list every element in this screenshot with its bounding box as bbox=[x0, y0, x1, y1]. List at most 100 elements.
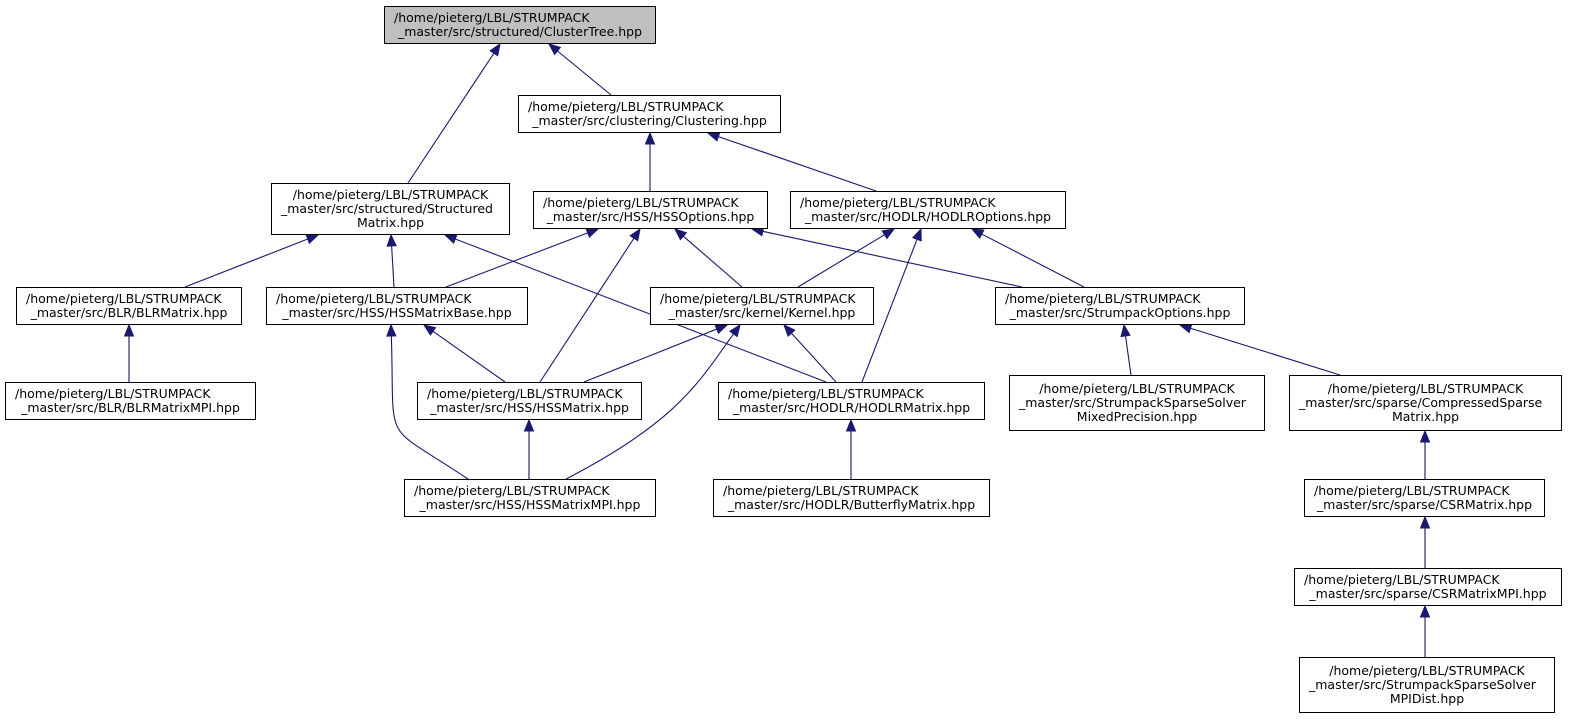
node-mixedprecision[interactable]: /home/pieterg/LBL/STRUMPACK_master/src/S… bbox=[1009, 375, 1265, 431]
node-label-line: /home/pieterg/LBL/STRUMPACK bbox=[15, 386, 211, 401]
edge-line bbox=[1124, 335, 1132, 376]
edge-line bbox=[583, 328, 717, 383]
node-mpidist[interactable]: /home/pieterg/LBL/STRUMPACK_master/src/S… bbox=[1299, 657, 1555, 713]
edge-line bbox=[391, 245, 395, 288]
node-label-line: /home/pieterg/LBL/STRUMPACK bbox=[1329, 663, 1525, 678]
node-label-line: _master/src/HODLR/ButterflyMatrix.hpp bbox=[727, 497, 976, 512]
arrowhead bbox=[970, 228, 985, 239]
edge-blrmatrix-to-structuredmatrix bbox=[184, 234, 320, 288]
edge-csrmatrix-to-compressedsparse bbox=[1419, 429, 1431, 479]
edge-hssmatrix-to-kernel bbox=[583, 324, 729, 383]
node-blrmatrix[interactable]: /home/pieterg/LBL/STRUMPACK_master/src/B… bbox=[16, 287, 242, 325]
arrowhead bbox=[644, 131, 656, 145]
edge-compressedsparse-to-strumpackoptions bbox=[1178, 323, 1341, 376]
edge-hssoptions-to-clustering bbox=[644, 131, 656, 191]
node-kernel[interactable]: /home/pieterg/LBL/STRUMPACK_master/src/k… bbox=[650, 287, 874, 325]
node-label-line: _master/src/HSS/HSSOptions.hpp bbox=[546, 209, 755, 224]
node-hodlroptions[interactable]: /home/pieterg/LBL/STRUMPACK_master/src/H… bbox=[790, 191, 1066, 229]
edge-line bbox=[791, 332, 837, 383]
node-label-line: _master/src/HSS/HSSMatrixBase.hpp bbox=[282, 305, 512, 320]
node-label-line: /home/pieterg/LBL/STRUMPACK bbox=[543, 195, 739, 210]
node-strumpackoptions[interactable]: /home/pieterg/LBL/STRUMPACK_master/src/S… bbox=[995, 287, 1245, 325]
arrowhead bbox=[547, 43, 562, 56]
arrowhead bbox=[1120, 323, 1131, 338]
node-hssoptions[interactable]: /home/pieterg/LBL/STRUMPACK_master/src/H… bbox=[533, 191, 768, 229]
node-label-line: /home/pieterg/LBL/STRUMPACK bbox=[1304, 572, 1500, 587]
arrowhead bbox=[386, 233, 397, 247]
arrowhead bbox=[1419, 515, 1431, 529]
node-hssmatrix[interactable]: /home/pieterg/LBL/STRUMPACK_master/src/H… bbox=[417, 382, 642, 420]
edge-hodlrmatrix-to-hodlroptions bbox=[861, 227, 922, 383]
edge-hssmatrixmpi-to-hssmatrixbase bbox=[386, 323, 469, 480]
node-label-line: /home/pieterg/LBL/STRUMPACK bbox=[1005, 291, 1201, 306]
edge-line bbox=[1190, 327, 1341, 376]
arrowhead bbox=[845, 418, 857, 432]
node-label-line: _master/src/sparse/CSRMatrixMPI.hpp bbox=[1309, 586, 1547, 601]
edge-clustering-to-clustertree bbox=[547, 43, 612, 96]
node-butterflymatrix[interactable]: /home/pieterg/LBL/STRUMPACK_master/src/H… bbox=[713, 479, 990, 517]
edge-hssmatrixmpi-to-hssmatrix bbox=[523, 418, 535, 479]
edge-structuredmatrix-to-clustertree bbox=[407, 42, 501, 184]
node-label-line: /home/pieterg/LBL/STRUMPACK bbox=[26, 291, 222, 306]
edge-line bbox=[682, 235, 743, 288]
node-hssmatrixmpi[interactable]: /home/pieterg/LBL/STRUMPACK_master/src/H… bbox=[404, 479, 656, 517]
arrowhead bbox=[728, 323, 741, 338]
node-label-line: _master/src/StrumpackOptions.hpp bbox=[1009, 305, 1231, 320]
edge-line bbox=[455, 238, 827, 383]
node-label-line: /home/pieterg/LBL/STRUMPACK bbox=[660, 291, 856, 306]
edge-line bbox=[184, 238, 308, 288]
node-hodlrmatrix[interactable]: /home/pieterg/LBL/STRUMPACK_master/src/H… bbox=[718, 382, 985, 420]
edge-line bbox=[762, 230, 1023, 288]
node-label-line: /home/pieterg/LBL/STRUMPACK bbox=[292, 187, 489, 202]
arrowhead bbox=[523, 418, 535, 432]
node-csrmatrix[interactable]: /home/pieterg/LBL/STRUMPACK_master/src/s… bbox=[1304, 479, 1545, 517]
edge-hodlrmatrix-to-kernel bbox=[783, 324, 837, 383]
arrowhead bbox=[629, 227, 641, 242]
arrowhead bbox=[706, 131, 721, 142]
node-clustering[interactable]: /home/pieterg/LBL/STRUMPACK_master/src/c… bbox=[518, 95, 781, 133]
node-csrmatrixmpi[interactable]: /home/pieterg/LBL/STRUMPACK_master/src/s… bbox=[1294, 568, 1562, 606]
node-label-line: _master/src/sparse/CSRMatrix.hpp bbox=[1316, 497, 1533, 512]
edge-line bbox=[432, 330, 506, 383]
node-label-line: /home/pieterg/LBL/STRUMPACK bbox=[1314, 483, 1510, 498]
node-clustertree: /home/pieterg/LBL/STRUMPACK_master/src/s… bbox=[384, 6, 656, 44]
node-label-line: Matrix.hpp bbox=[356, 215, 425, 230]
edge-line bbox=[539, 237, 635, 383]
node-structuredmatrix[interactable]: /home/pieterg/LBL/STRUMPACK_master/src/s… bbox=[271, 183, 510, 235]
node-label-line: _master/src/structured/ClusterTree.hpp bbox=[397, 24, 643, 39]
node-label-line: _master/src/BLR/BLRMatrix.hpp bbox=[30, 305, 228, 320]
edge-hssmatrixmpi-to-kernel bbox=[565, 323, 741, 480]
edge-mixedprecision-to-strumpackoptions bbox=[1120, 323, 1132, 376]
edge-layer bbox=[123, 42, 1431, 657]
edge-hssmatrix-to-hssmatrixbase bbox=[422, 324, 506, 383]
edge-strumpackoptions-to-hodlroptions bbox=[970, 228, 1085, 288]
node-label-line: /home/pieterg/LBL/STRUMPACK bbox=[1039, 381, 1235, 396]
arrowhead bbox=[714, 324, 729, 335]
node-blrmatrixmpi[interactable]: /home/pieterg/LBL/STRUMPACK_master/src/B… bbox=[5, 382, 256, 420]
edge-line bbox=[981, 233, 1085, 288]
arrowhead bbox=[1178, 323, 1193, 334]
node-label-line: _master/src/clustering/Clustering.hpp bbox=[532, 113, 767, 128]
node-label-line: _master/src/kernel/Kernel.hpp bbox=[668, 305, 856, 320]
node-label-line: _master/src/structured/Structured bbox=[281, 201, 493, 216]
node-label-line: /home/pieterg/LBL/STRUMPACK bbox=[276, 291, 472, 306]
arrowhead bbox=[123, 323, 135, 337]
edge-line bbox=[861, 239, 918, 383]
edge-line bbox=[407, 52, 495, 184]
node-label-line: /home/pieterg/LBL/STRUMPACK bbox=[394, 10, 590, 25]
arrowhead bbox=[489, 42, 501, 57]
node-label-line: _master/src/HSS/HSSMatrix.hpp bbox=[430, 400, 629, 415]
edge-blrmatrixmpi-to-blrmatrix bbox=[123, 323, 135, 382]
node-hssmatrixbase[interactable]: /home/pieterg/LBL/STRUMPACK_master/src/H… bbox=[266, 287, 528, 325]
arrowhead bbox=[305, 234, 320, 245]
arrowhead bbox=[881, 228, 896, 240]
arrowhead bbox=[585, 228, 600, 238]
node-label-line: _master/src/BLR/BLRMatrixMPI.hpp bbox=[21, 400, 240, 415]
arrowhead bbox=[674, 228, 688, 241]
node-label-line: /home/pieterg/LBL/STRUMPACK bbox=[723, 483, 919, 498]
node-compressedsparse[interactable]: /home/pieterg/LBL/STRUMPACK_master/src/s… bbox=[1289, 375, 1562, 431]
node-label-line: _master/src/StrumpackSparseSolver bbox=[1019, 395, 1246, 410]
node-label-line: /home/pieterg/LBL/STRUMPACK bbox=[1327, 381, 1524, 396]
edge-mpidist-to-csrmatrixmpi bbox=[1419, 604, 1431, 657]
